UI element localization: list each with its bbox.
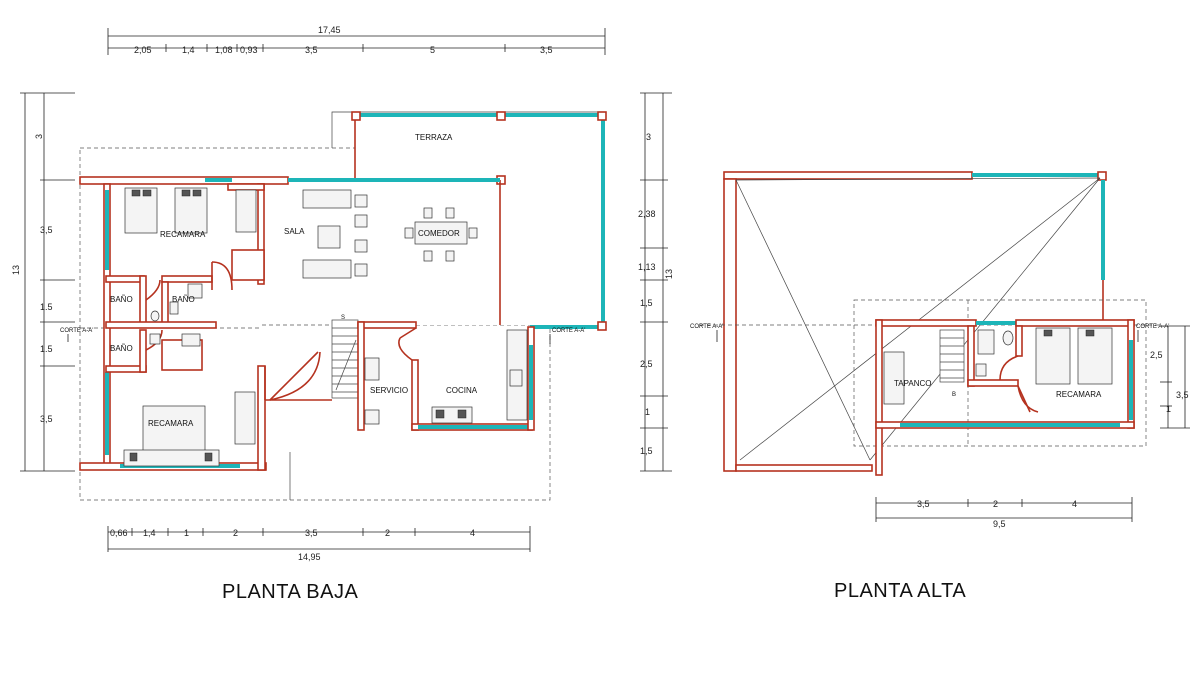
dim-alta-bottom-total: 9,5	[993, 519, 1006, 529]
dim-alta-right-3: 1	[1166, 404, 1171, 414]
dim-bottom-1: 0,66	[110, 528, 128, 538]
title-planta-alta: PLANTA ALTA	[834, 580, 966, 602]
upper-rooms: B TAPANCO RECAMARA CORTE A-A' CORTE A-A'	[690, 319, 1169, 476]
sala-comedor: SALA COMEDOR	[284, 189, 478, 279]
dim-left-3: 1.5	[40, 302, 53, 312]
corte-label-left-alta: CORTE A-A'	[690, 324, 723, 330]
dim-left-4: 1.5	[40, 344, 53, 354]
room-label-comedor: COMEDOR	[418, 229, 460, 238]
room-label-recamara-top: RECAMARA	[160, 230, 206, 239]
dim-alta-left-5: 2,5	[640, 359, 653, 369]
banos-block: BAÑO BAÑO BAÑO CORTE A-A'	[60, 261, 233, 373]
dim-bottom-2: 1,4	[143, 528, 156, 538]
corte-label-right-baja: CORTE A-A'	[552, 328, 585, 334]
dim-alta-left-7: 1,5	[640, 446, 653, 456]
dim-alta-left-4: 1,5	[640, 298, 653, 308]
alta-left-dimension-chain: 13 3 2,38 1,13 1,5 2,5 1 1,5	[638, 92, 674, 472]
upper-projection-outline	[853, 299, 1147, 447]
dim-alta-right-1: 2,5	[1150, 350, 1163, 360]
room-label-sala: SALA	[284, 227, 305, 236]
dim-left-2: 3,5	[40, 225, 53, 235]
alta-right-dimension-chain: 2,5 3,5 1	[1150, 325, 1190, 429]
dim-bottom-4: 2	[233, 528, 238, 538]
dim-top-2: 1,4	[182, 45, 195, 55]
corte-label-right-alta: CORTE A-A'	[1136, 324, 1169, 330]
dim-top-7: 3,5	[540, 45, 553, 55]
dim-alta-bottom-1: 3,5	[917, 499, 930, 509]
dim-alta-bottom-3: 4	[1072, 499, 1077, 509]
room-label-terraza: TERRAZA	[415, 133, 453, 142]
room-label-recamara-bottom: RECAMARA	[148, 419, 194, 428]
dim-left-total: 13	[11, 265, 21, 275]
room-label-tapanco: TAPANCO	[894, 379, 931, 388]
room-label-cocina: COCINA	[446, 386, 478, 395]
dim-top-4: 0,93	[240, 45, 258, 55]
dim-total-top: 17,45	[318, 25, 341, 35]
recamara-bottom: RECAMARA	[123, 391, 256, 467]
stair-mark-b: B	[952, 392, 956, 398]
servicio-cocina: SERVICIO COCINA CORTE A-A'	[357, 321, 585, 431]
dim-alta-left-2: 2,38	[638, 209, 656, 219]
terraza: TERRAZA	[351, 111, 607, 331]
stair-mark-s: S	[341, 315, 345, 321]
room-label-servicio: SERVICIO	[370, 386, 408, 395]
corte-label-left-baja: CORTE A-A'	[60, 328, 93, 334]
dim-left-5: 3,5	[40, 414, 53, 424]
exterior-walls	[79, 176, 500, 471]
room-label-recamara-alta: RECAMARA	[1056, 390, 1102, 399]
dim-bottom-6: 2	[385, 528, 390, 538]
dim-left-1: 3	[34, 134, 44, 139]
dim-top-6: 5	[430, 45, 435, 55]
dim-alta-left-3: 1,13	[638, 262, 656, 272]
dim-bottom-3: 1	[184, 528, 189, 538]
planta-alta: 13 3 2,38 1,13 1,5 2,5 1 1,5 2,5 3,5 1	[638, 92, 1190, 602]
dim-alta-bottom-2: 2	[993, 499, 998, 509]
stairs-baja: S	[265, 315, 359, 401]
dim-bottom-7: 4	[470, 528, 475, 538]
dim-bottom-5: 3,5	[305, 528, 318, 538]
dim-bottom-total: 14,95	[298, 552, 321, 562]
dim-alta-left-total: 13	[664, 269, 674, 279]
title-planta-baja: PLANTA BAJA	[222, 581, 358, 603]
room-label-bano-3: BAÑO	[110, 344, 133, 353]
top-dimension-chain: 17,45 2,05 1,4 1,08 0,93 3,5 5 3,5	[107, 25, 606, 55]
dim-top-3: 1,08	[215, 45, 233, 55]
room-label-bano-1: BAÑO	[110, 295, 133, 304]
room-label-bano-2: BAÑO	[172, 295, 195, 304]
dim-alta-left-1: 3	[646, 132, 651, 142]
dim-alta-left-6: 1	[645, 407, 650, 417]
dim-top-5: 3,5	[305, 45, 318, 55]
bottom-dimension-chain: 0,66 1,4 1 2 3,5 2 4 14,95	[107, 526, 531, 562]
dim-top-1: 2,05	[134, 45, 152, 55]
alta-bottom-dimension-chain: 3,5 2 4 9,5	[875, 497, 1133, 529]
planta-baja: 17,45 2,05 1,4 1,08 0,93 3,5 5 3,5 13 3 …	[11, 25, 607, 603]
recamara-top: RECAMARA	[124, 187, 257, 239]
left-dimension-chain: 13 3 3,5 1.5 1.5 3,5	[11, 92, 75, 472]
dim-alta-right-2: 3,5	[1176, 390, 1189, 400]
